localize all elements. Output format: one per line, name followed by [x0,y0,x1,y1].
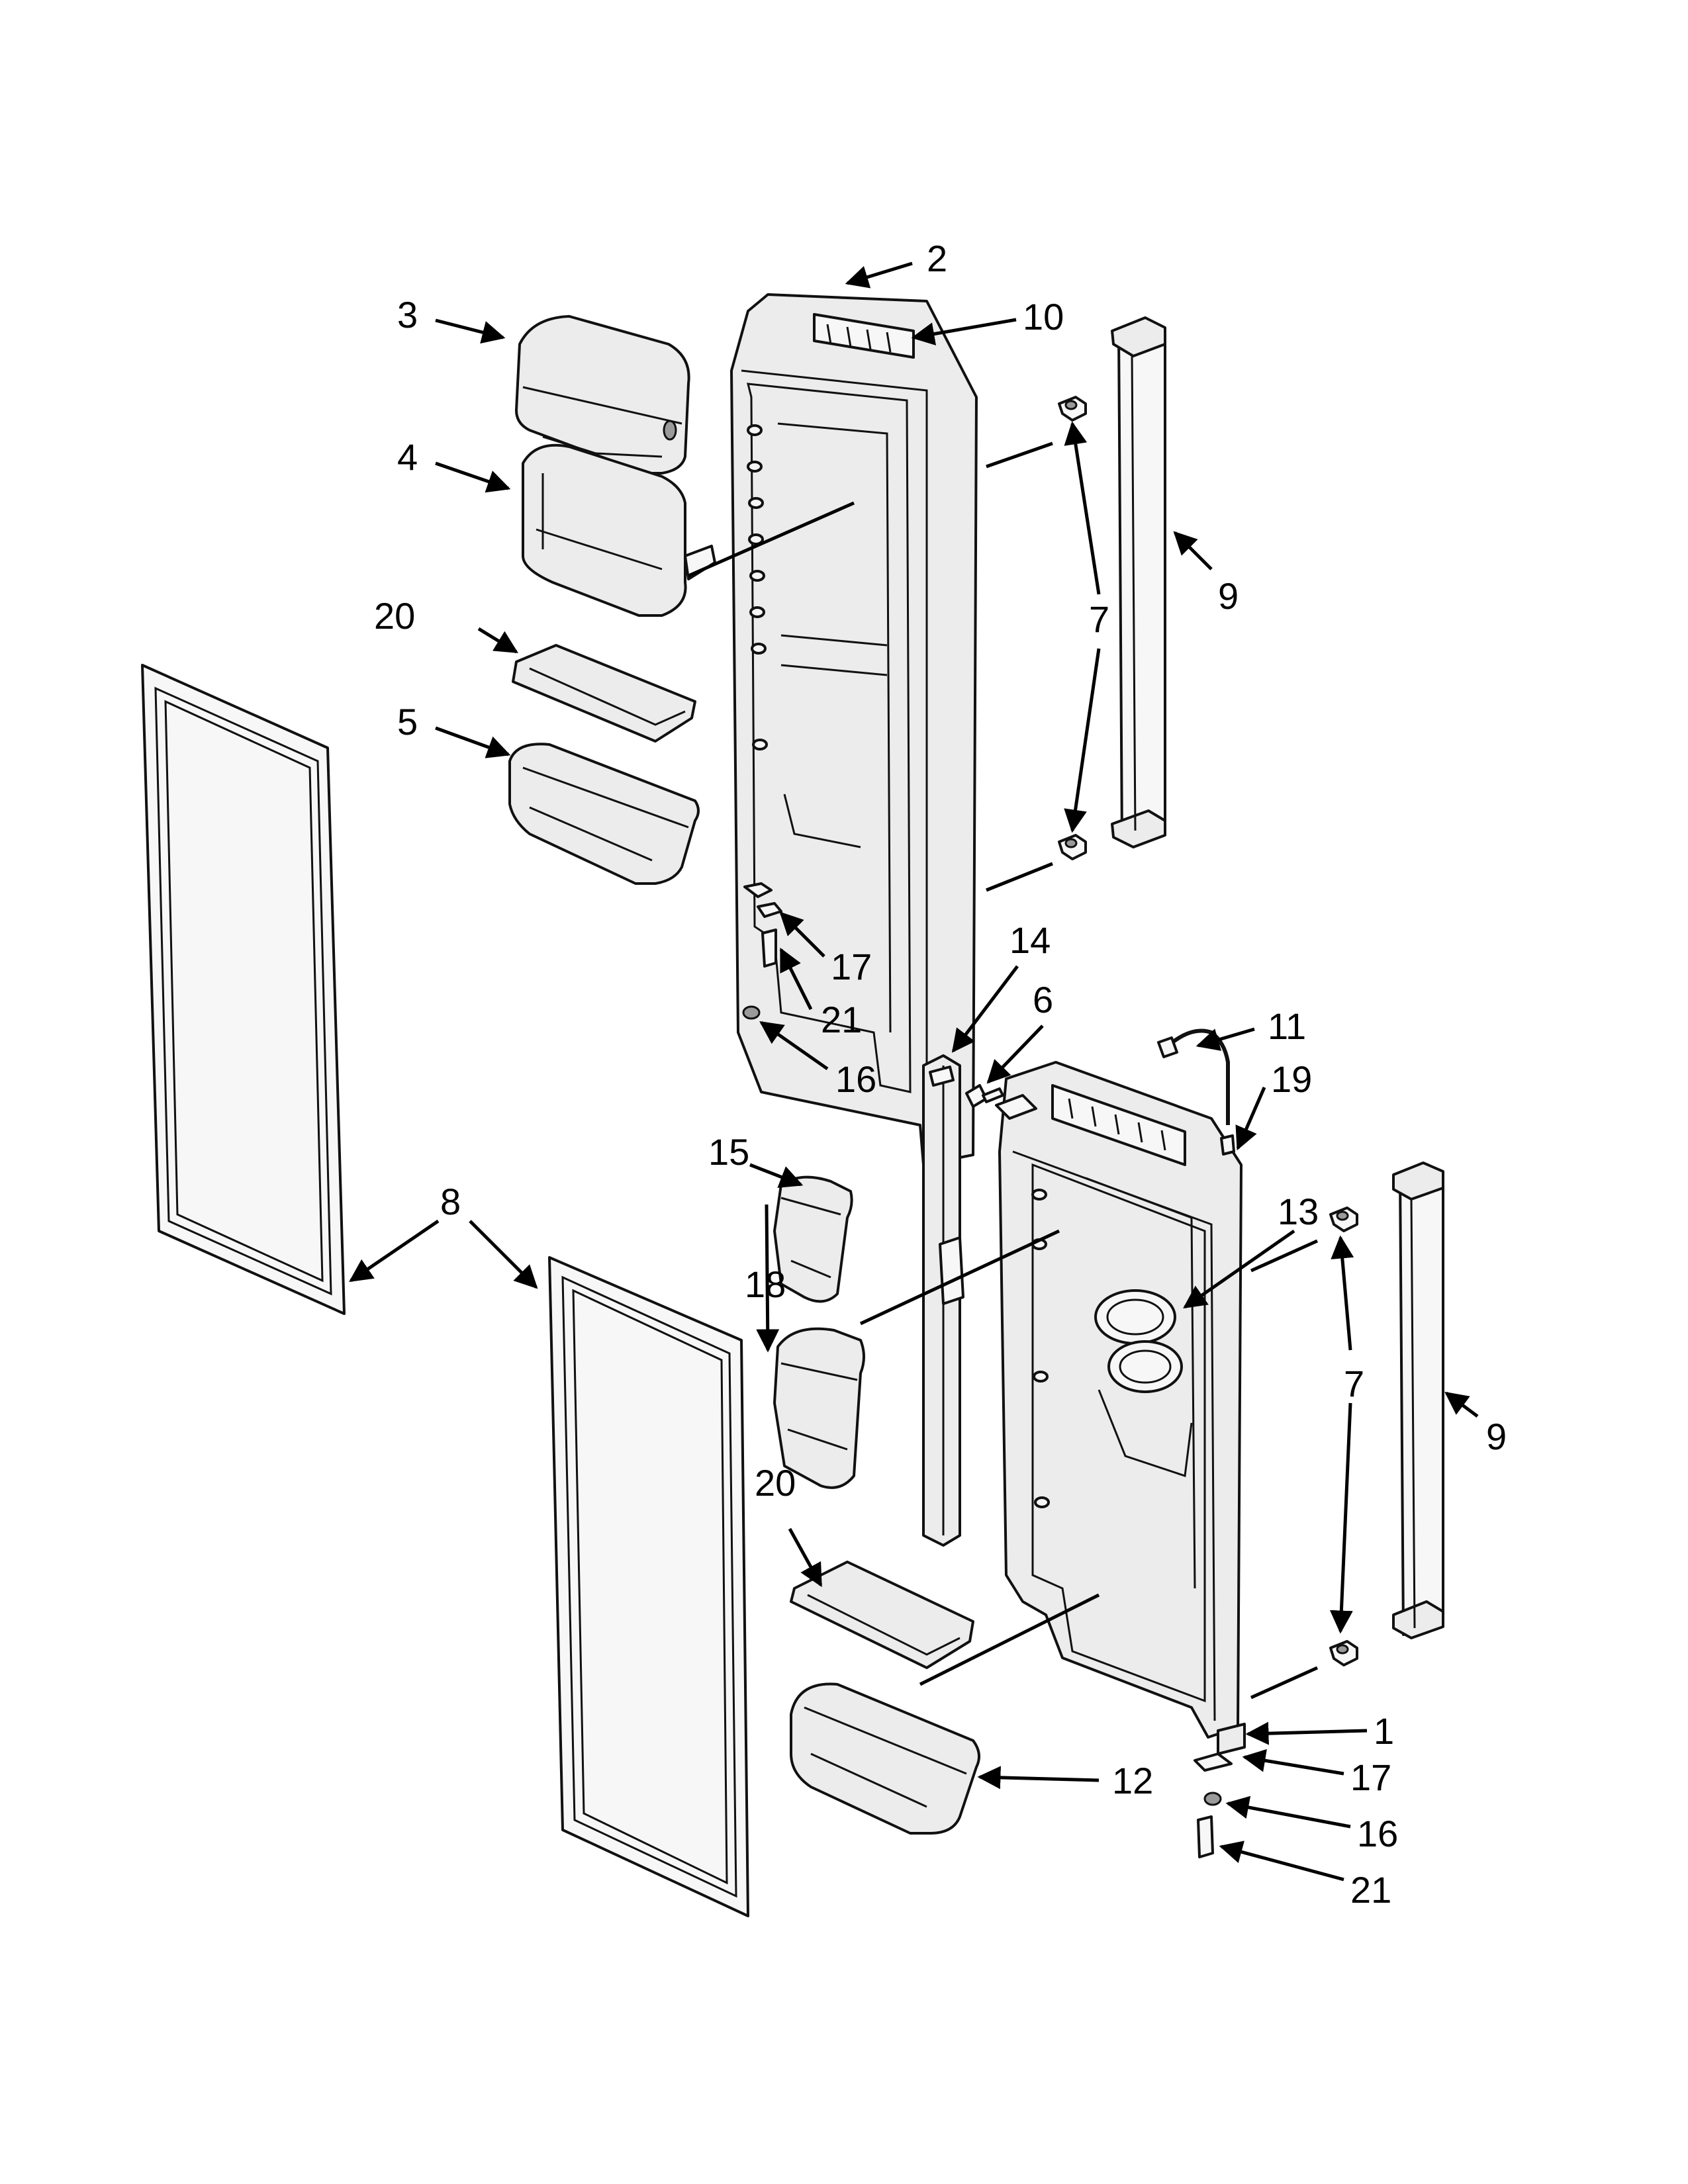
upper-door-liner [730,293,978,1166]
upper-door-handle [1111,316,1166,848]
callout-9-upper: 9 [1218,575,1239,617]
dispenser-ice-chute [1094,1289,1193,1478]
mounting-screw [965,1084,1004,1108]
medium-door-bin [773,1327,865,1489]
callout-11: 11 [1268,1005,1306,1047]
callout-10: 10 [1023,296,1064,338]
callout-13: 13 [1278,1191,1319,1232]
lower-door-liner [995,1061,1243,1739]
callout-20-upper: 20 [374,595,415,637]
upper-bin-shelf [512,644,696,743]
dairy-door-cover [515,315,690,475]
callout-16-upper: 16 [835,1058,876,1100]
callout-19: 19 [1271,1058,1312,1100]
upper-door-gasket [141,664,346,1315]
lower-door-handle [1392,1161,1444,1639]
leader-lines [349,261,1479,1882]
upper-door-top-vents [813,313,915,359]
handle-mounting-studs [1058,396,1358,1666]
callout-9-lower: 9 [1486,1416,1507,1457]
dairy-compartment [522,443,716,617]
callout-4: 4 [397,436,418,478]
callout-21-upper: 21 [821,999,862,1040]
callout-2: 2 [927,238,947,279]
callout-21-lower: 21 [1350,1869,1391,1911]
callout-8: 8 [440,1181,461,1222]
upper-door-bin [508,743,700,885]
callout-7-lower: 7 [1344,1363,1364,1404]
lower-door-gasket [548,1256,749,1917]
lower-door-bin [790,1682,980,1835]
callout-labels: 2 10 3 4 9 7 20 5 17 21 16 14 6 11 19 15… [374,238,1507,1911]
callout-7-upper: 7 [1089,598,1109,640]
callout-20-lower: 20 [755,1462,796,1504]
callout-12: 12 [1112,1760,1153,1801]
callout-1: 1 [1374,1710,1394,1752]
door-strip [922,1054,964,1547]
callout-17-upper: 17 [831,946,872,987]
lower-bin-shelf [790,1561,974,1669]
callout-6: 6 [1033,979,1053,1021]
door-shelf-pegs [747,424,768,751]
callout-16-lower: 16 [1357,1813,1398,1854]
callout-14: 14 [1009,919,1051,961]
small-door-bin [773,1175,853,1303]
upper-hinge-hardware [742,882,782,1020]
callout-15: 15 [708,1131,749,1173]
lower-hinge-hardware [1194,1723,1246,1858]
callout-5: 5 [397,701,418,743]
callout-18: 18 [745,1263,786,1305]
callout-3: 3 [397,294,418,336]
callout-17-lower: 17 [1350,1756,1391,1798]
